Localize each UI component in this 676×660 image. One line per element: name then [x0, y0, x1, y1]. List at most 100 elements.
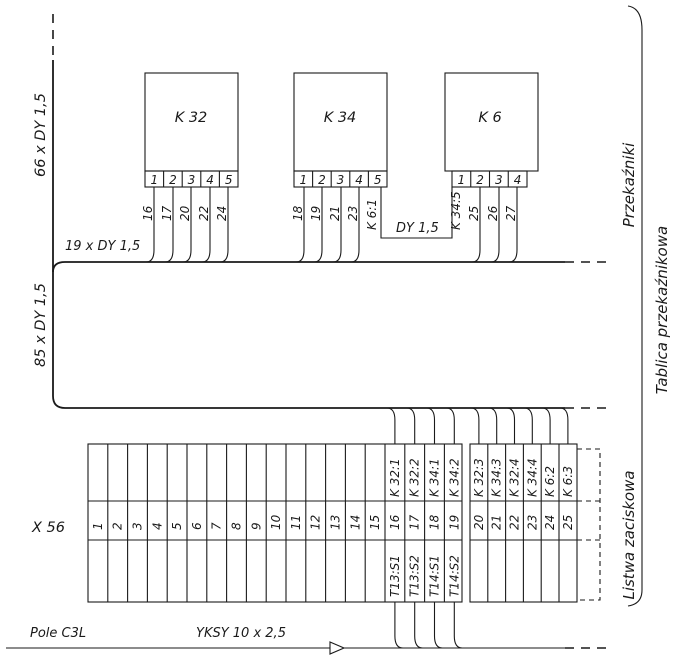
feeder-cable: [6, 641, 610, 655]
wire-label: 17: [160, 205, 174, 221]
relay-name: K 34: [324, 110, 357, 126]
wire: [488, 407, 498, 444]
cable-top-label: 66 x DY 1,5: [33, 93, 49, 177]
terminal-lower-label: T14:S1: [428, 555, 442, 597]
terminal-number: 8: [230, 522, 244, 530]
wire: [406, 407, 416, 444]
terminal-lower-label: T13:S2: [408, 555, 422, 597]
relay-pin: 1: [299, 173, 307, 187]
jumper-label: DY 1,5: [396, 221, 439, 236]
relay-pin: 2: [169, 173, 177, 187]
terminal-upper-label: K 6:2: [543, 466, 557, 497]
relay-pin: 5: [374, 173, 382, 187]
relay-pin: 4: [514, 173, 522, 187]
wire: [295, 187, 305, 263]
terminal-upper-label: K 34:4: [525, 458, 539, 497]
wire: [508, 187, 518, 263]
cable-branch-label: 19 x DY 1,5: [65, 239, 140, 254]
relay-pin: 3: [337, 173, 345, 187]
wire-label: 18: [291, 205, 305, 221]
wire-label: 25: [467, 206, 481, 221]
wire-label: K 34:5: [449, 191, 463, 230]
terminal-number: 12: [309, 515, 323, 530]
relay-pin: 1: [458, 173, 466, 187]
terminal-number: 10: [269, 514, 283, 530]
relay-name: K 32: [175, 110, 208, 126]
wire: [524, 407, 533, 444]
wire-label: 22: [197, 206, 211, 221]
wire-label: 19: [309, 206, 323, 221]
wire: [164, 187, 174, 263]
wire: [542, 407, 551, 444]
label-przekazniki: Przekaźniki: [620, 142, 638, 227]
wire: [350, 187, 360, 263]
terminal-upper-label: K 34:1: [428, 458, 442, 497]
terminal-upper-label: K 32:3: [472, 458, 486, 497]
label-listwa: Listwa zaciskowa: [620, 470, 638, 599]
terminal-number: 2: [111, 522, 125, 530]
terminal-number: 22: [508, 515, 522, 530]
branch-cable: [52, 261, 565, 273]
feeder-wire: [433, 602, 443, 649]
wire: [313, 187, 323, 263]
terminal-upper-label: K 32:2: [408, 458, 422, 497]
trunk-cable: [52, 60, 378, 409]
relay-pin: 4: [355, 173, 363, 187]
relay-pin: 2: [476, 173, 484, 187]
wire: [219, 187, 229, 263]
wire-label: 26: [486, 205, 500, 221]
wire: [559, 407, 569, 444]
terminal-lower-label: T14:S2: [447, 555, 461, 597]
terminal-upper-label: K 34:2: [447, 458, 461, 497]
terminal-number: 11: [289, 515, 303, 530]
terminal-number: 16: [388, 514, 402, 530]
terminal-number: 14: [348, 515, 362, 530]
terminal-upper-label: K 34:3: [490, 458, 504, 497]
wire: [426, 407, 436, 444]
terminal-number: 7: [210, 522, 224, 530]
terminal-number: 5: [170, 522, 184, 530]
terminal-number: 6: [190, 522, 204, 530]
wire: [332, 187, 342, 263]
terminal-upper-label: K 32:1: [388, 458, 402, 497]
wire: [201, 187, 211, 263]
terminal-number: 13: [329, 515, 343, 530]
wire-label: 16: [141, 205, 155, 221]
wire: [386, 407, 396, 444]
terminal-number: 9: [249, 522, 263, 530]
terminal-number: 4: [150, 522, 164, 530]
feeder-wire: [414, 602, 423, 649]
wire-label: 27: [504, 205, 518, 221]
terminal-upper-label: K 32:4: [508, 458, 522, 497]
relay-pin: 3: [495, 173, 503, 187]
feeder-wire: [394, 602, 403, 649]
terminal-number: 21: [490, 515, 504, 530]
relay-pin: 3: [188, 173, 196, 187]
terminal-lower-label: T13:S1: [388, 555, 402, 597]
wire: [471, 187, 481, 263]
terminal-number: 15: [368, 515, 382, 530]
wire: [506, 407, 516, 444]
terminal-number: 3: [131, 522, 145, 530]
relay-name: K 6: [478, 110, 501, 126]
wire: [182, 187, 192, 263]
terminal-number: 1: [91, 522, 105, 530]
relay-pin: 1: [150, 173, 158, 187]
cable-spec-label: YKSY 10 x 2,5: [196, 626, 286, 641]
wire-label: 23: [346, 206, 360, 221]
relay-pin: 4: [206, 173, 214, 187]
section-bracket: [627, 5, 643, 607]
wire-label: K 6:1: [365, 199, 379, 230]
relay-pin: 5: [225, 173, 233, 187]
wire: [446, 407, 455, 444]
relay-pin: 2: [318, 173, 326, 187]
terminal-number: 19: [447, 515, 461, 530]
wire: [490, 187, 500, 263]
wire: [470, 407, 480, 444]
terminal-number: 18: [428, 514, 442, 530]
